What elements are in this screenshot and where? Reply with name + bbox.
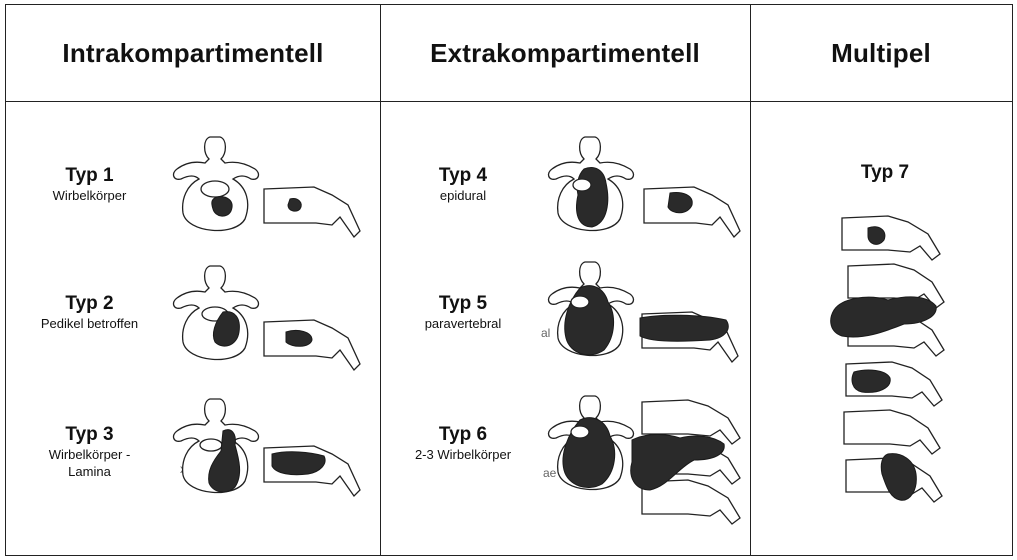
header-divider	[6, 101, 1012, 102]
header-multipel: Multipel	[750, 5, 1012, 101]
lateral-outline	[264, 187, 360, 237]
type-5-subtitle: paravertebral	[398, 315, 528, 332]
type-2-subtitle: Pedikel betroffen	[12, 315, 167, 332]
spinal-canal	[571, 296, 589, 308]
axial-vertebra-type-4	[540, 133, 640, 243]
type-3-label: Typ 3 Wirbelkörper - Lamina	[12, 424, 167, 480]
tumor-mass	[868, 227, 885, 245]
axial-vertebra-type-3	[165, 395, 265, 505]
lateral-stack-type-7	[828, 210, 953, 515]
lateral-vertebra-type-2	[262, 318, 372, 388]
tumor-mass	[640, 315, 728, 341]
type-6-subtitle: 2-3 Wirbelkörper	[388, 446, 538, 463]
tumor-mass	[852, 370, 890, 392]
type-4-title: Typ 4	[398, 165, 528, 187]
spinal-canal	[573, 179, 591, 191]
type-7-title: Typ 7	[835, 162, 935, 184]
type-6-title: Typ 6	[388, 424, 538, 446]
tumor-mass	[272, 452, 325, 475]
tumor-mass	[577, 168, 608, 227]
tumor-mass	[668, 193, 692, 213]
type-6-label: Typ 6 2-3 Wirbelkörper	[388, 424, 538, 463]
spinal-canal	[571, 426, 589, 438]
type-5-title: Typ 5	[398, 293, 528, 315]
tumor-mass	[212, 197, 232, 216]
lateral-outline	[844, 410, 940, 454]
axial-vertebra-type-5	[540, 258, 640, 368]
axial-vertebra-type-6	[540, 392, 640, 502]
axial-vertebra-type-1	[165, 133, 265, 243]
lateral-vertebra-type-3	[262, 444, 372, 514]
header-intrakompartimentell: Intrakompartimentell	[6, 5, 380, 101]
type-4-subtitle: epidural	[398, 187, 528, 204]
header-extrakompartimentell: Extrakompartimentell	[380, 5, 750, 101]
lateral-outline	[644, 187, 740, 237]
axial-vertebra-type-2	[165, 262, 265, 372]
tumor-mass	[881, 454, 916, 501]
lateral-vertebra-type-1	[262, 183, 372, 253]
spinal-canal	[200, 439, 222, 451]
type-1-label: Typ 1 Wirbelkörper	[12, 165, 167, 204]
lateral-stack-type-6	[628, 398, 748, 543]
type-4-label: Typ 4 epidural	[398, 165, 528, 204]
type-5-label: Typ 5 paravertebral	[398, 293, 528, 332]
lateral-vertebra-type-4	[642, 183, 752, 253]
type-3-subtitle: Wirbelkörper -	[12, 446, 167, 463]
type-1-subtitle: Wirbelkörper	[12, 187, 167, 204]
type-2-title: Typ 2	[12, 293, 167, 315]
lateral-vertebra-type-5	[640, 310, 755, 380]
type-2-label: Typ 2 Pedikel betroffen	[12, 293, 167, 332]
type-1-title: Typ 1	[12, 165, 167, 187]
type-7-label: Typ 7	[835, 162, 935, 184]
tumor-mass	[288, 199, 301, 211]
lateral-outline	[264, 320, 360, 370]
type-3-title: Typ 3	[12, 424, 167, 446]
type-3-subtitle-2: Lamina	[12, 463, 167, 480]
lateral-outline	[842, 216, 940, 260]
spinal-canal	[201, 181, 229, 197]
